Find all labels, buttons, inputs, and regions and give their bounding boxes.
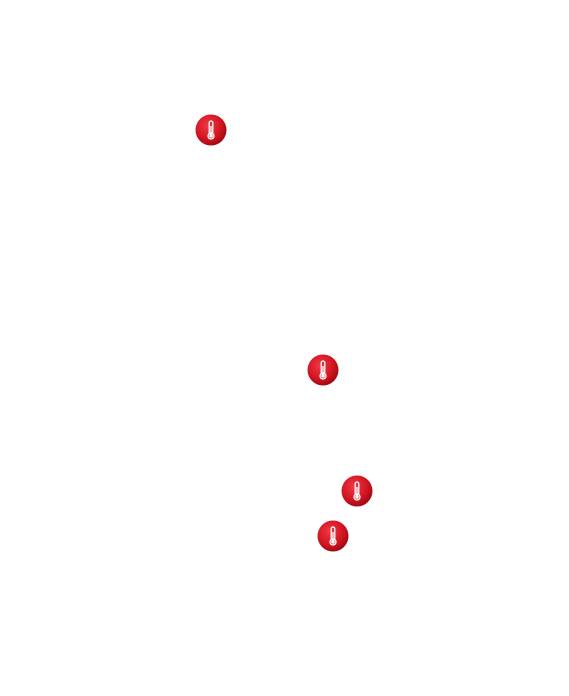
thermometer-icon xyxy=(341,475,373,507)
thermometer-icon xyxy=(195,114,227,146)
thermometer-marker[interactable] xyxy=(307,354,339,386)
thermometer-icon xyxy=(307,354,339,386)
thermometer-marker[interactable] xyxy=(317,520,349,552)
thermometer-marker[interactable] xyxy=(195,114,227,146)
thermometer-icon xyxy=(317,520,349,552)
thermometer-marker[interactable] xyxy=(341,475,373,507)
